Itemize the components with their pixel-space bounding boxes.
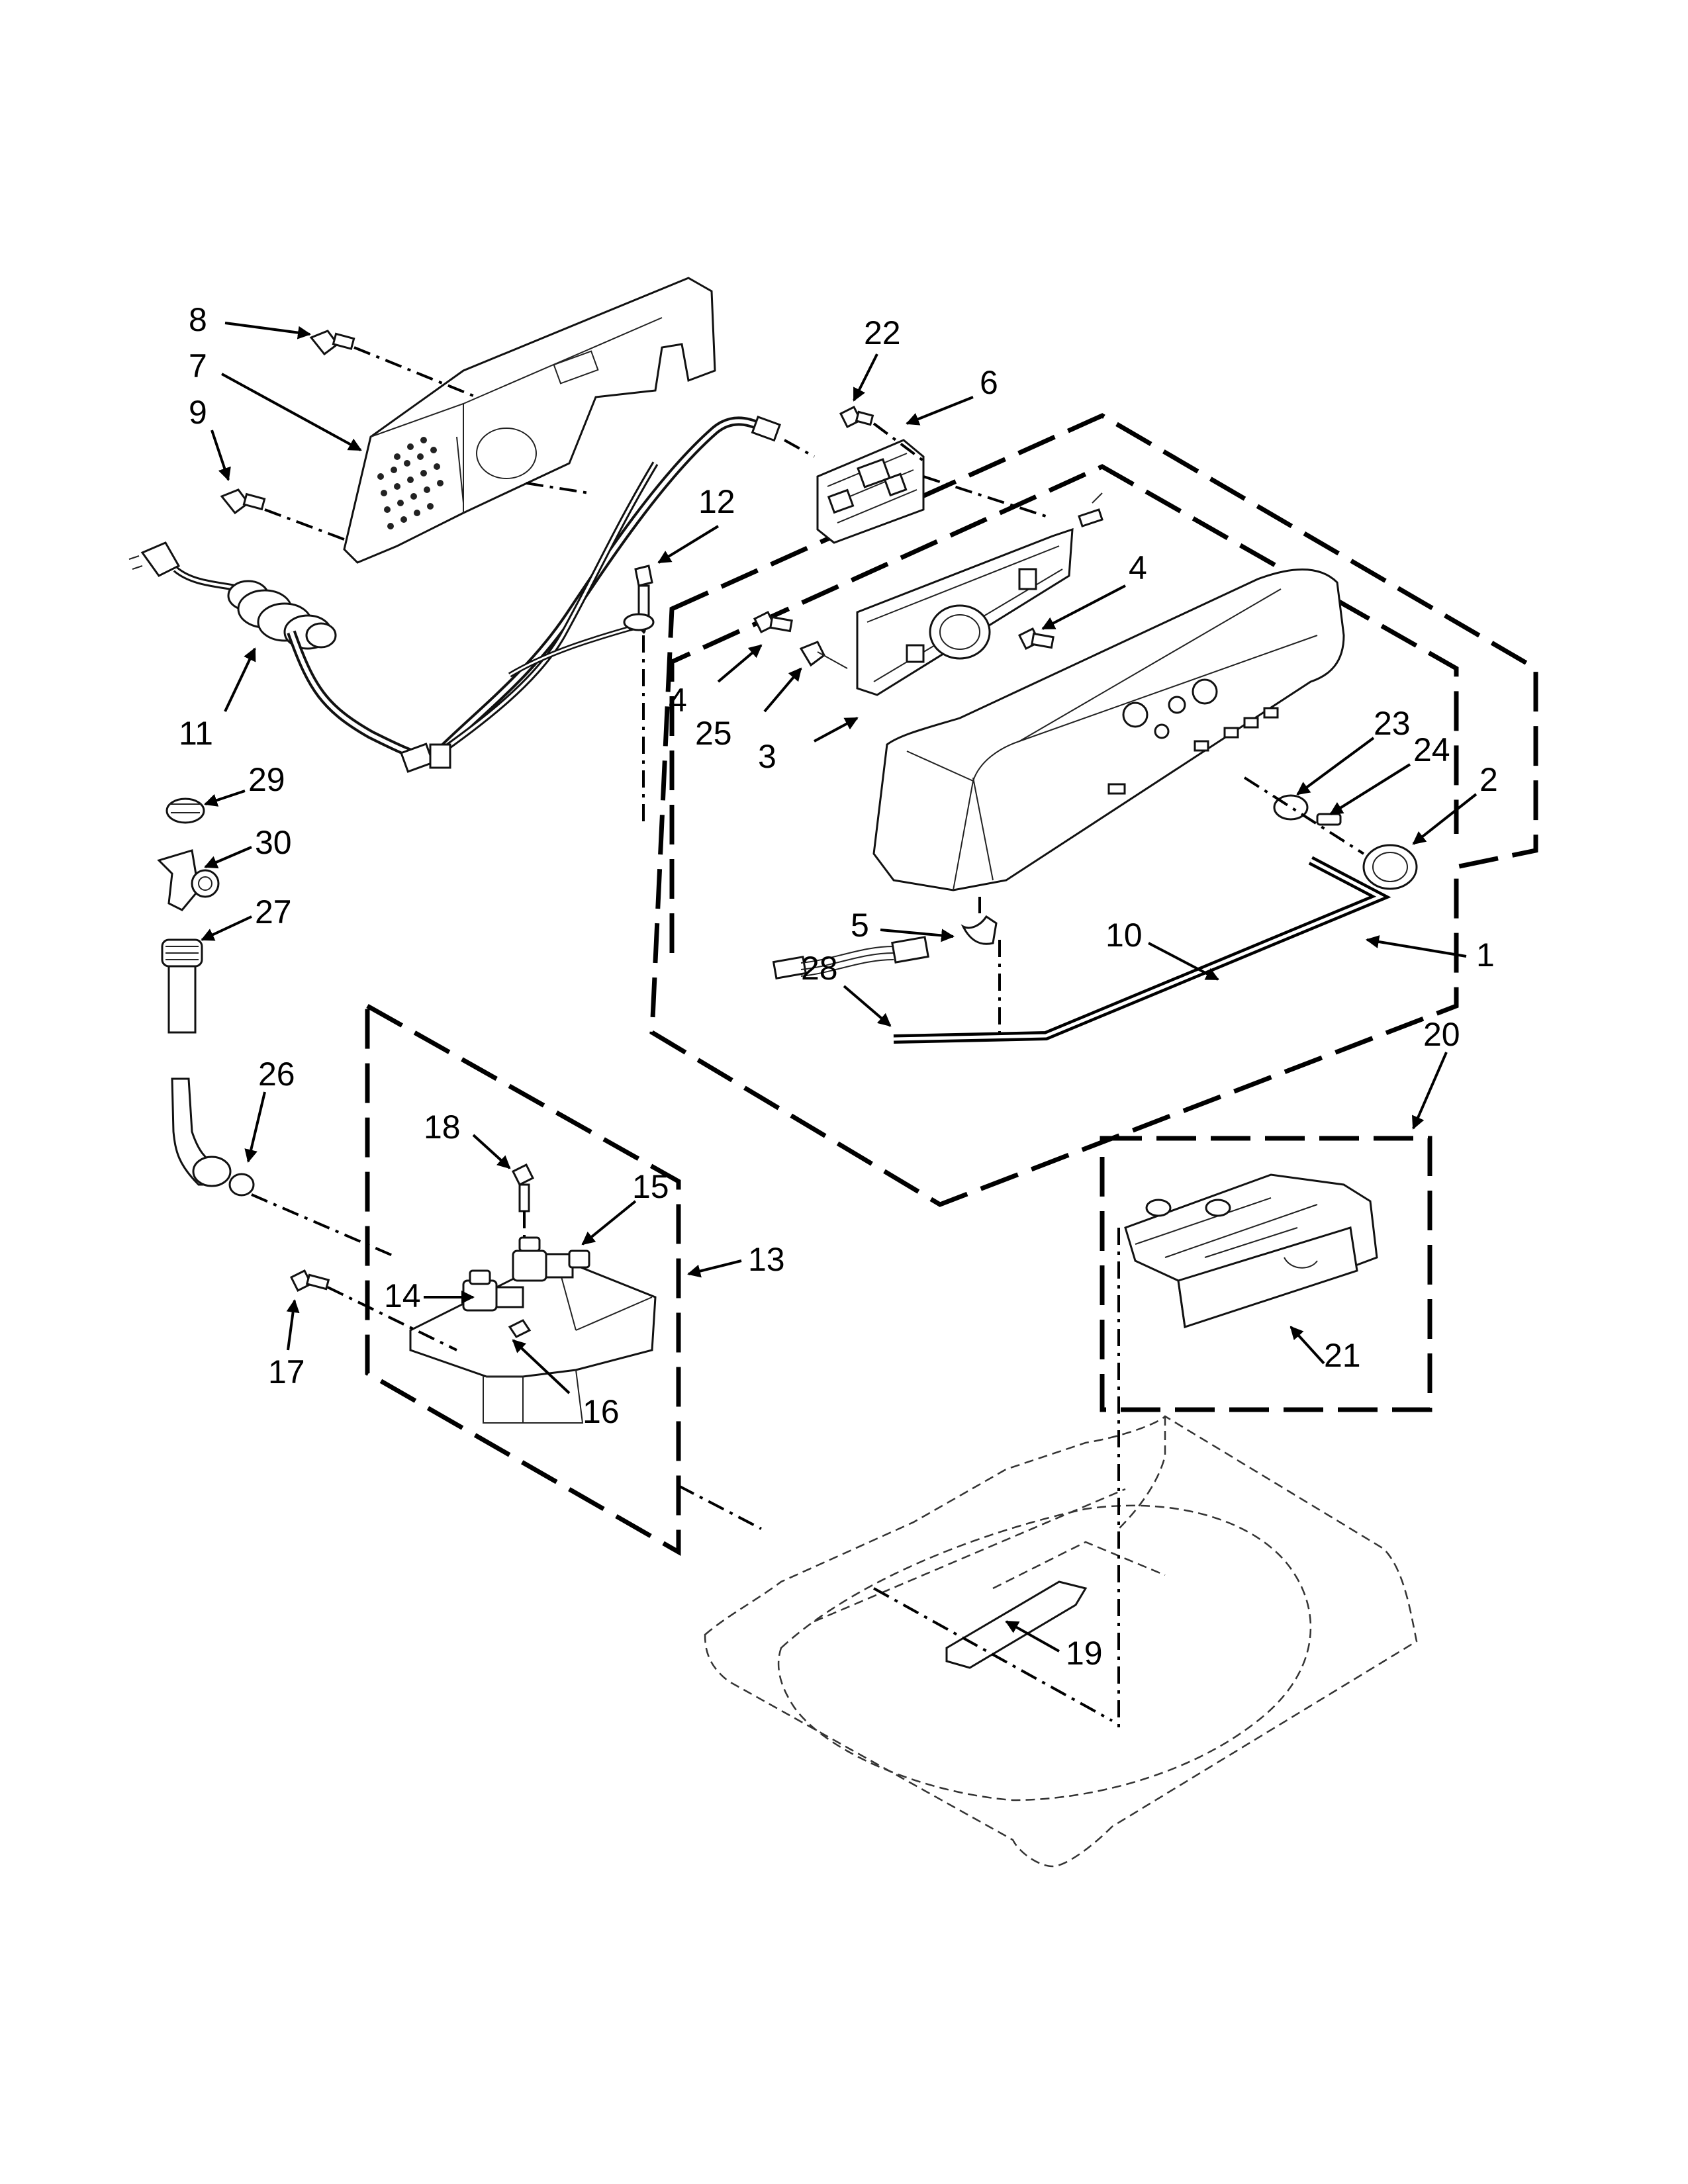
callout-1: 1: [1476, 936, 1495, 974]
callout-13: 13: [748, 1241, 785, 1278]
inlet-fitting-30: [157, 849, 220, 911]
hose-27: [161, 938, 203, 1034]
screw-17-dashed: [327, 1286, 457, 1351]
console-assembly-outline: [649, 413, 1538, 1207]
hinge-5: [961, 915, 998, 945]
callout-21: 21: [1324, 1337, 1361, 1374]
callout-14: 14: [384, 1277, 421, 1314]
harness-to-board-dashed: [784, 439, 815, 458]
cord-dashed-link: [526, 482, 590, 494]
callout-11: 11: [179, 715, 213, 752]
screw-8: [309, 330, 355, 356]
callout-24: 24: [1413, 731, 1450, 768]
wire-harness: [287, 415, 781, 773]
valve-bracket: [409, 1256, 657, 1424]
valve-clip-16: [508, 1319, 532, 1338]
rear-panel: [343, 277, 716, 564]
water-valve-15: [512, 1236, 590, 1282]
callout-20: 20: [1423, 1016, 1460, 1053]
callout-26: 26: [258, 1056, 295, 1093]
screw-18: [511, 1163, 535, 1212]
hinge-dashed: [978, 897, 1001, 1032]
callout-6: 6: [980, 364, 998, 401]
callout-16: 16: [583, 1393, 620, 1430]
hose-dashed-link: [251, 1193, 398, 1259]
control-board: [816, 439, 925, 544]
callout-10: 10: [1105, 917, 1143, 954]
callout-labels: 8 7 9 11 12 22 6 4 25 3 4 23 24 2 5 10 1…: [179, 301, 1498, 1672]
callout-29: 29: [248, 761, 285, 798]
dispenser-drawer: [1124, 1173, 1378, 1329]
board-dashed-link: [923, 475, 1047, 518]
callout-4a: 4: [669, 682, 687, 719]
callout-27: 27: [255, 893, 292, 931]
lid-hinge-19: [945, 1580, 1088, 1669]
leader-lines: [201, 322, 1477, 1653]
knob-assembly: [1273, 794, 1418, 890]
cabinet-top: [704, 1415, 1418, 1868]
inlet-filter-29: [165, 797, 205, 824]
screw-22: [839, 405, 874, 429]
screw-8-leader-line: [353, 346, 477, 398]
valve-assembly-outline: [365, 1002, 681, 1557]
harness-28: [772, 936, 929, 979]
console-inner-outline: [669, 464, 1459, 953]
callout-17: 17: [268, 1353, 305, 1390]
dispenser-assembly-outline: [1100, 1136, 1432, 1412]
callout-25: 25: [695, 715, 732, 752]
vent-grid: [377, 437, 444, 529]
callout-9: 9: [189, 394, 207, 431]
screw-9-leader-line: [264, 508, 345, 541]
screw-9: [220, 488, 266, 515]
screw-22-dashed: [872, 422, 928, 465]
console: [872, 569, 1345, 891]
knob-dashed-link: [1243, 776, 1365, 855]
power-cord: [128, 541, 337, 650]
screw-4-right: [1017, 627, 1055, 651]
callout-28: 28: [801, 950, 838, 987]
callout-15: 15: [632, 1168, 669, 1205]
ground-screw: [623, 565, 655, 631]
callout-4b: 4: [1129, 549, 1147, 586]
callout-2: 2: [1479, 761, 1498, 798]
callout-3: 3: [758, 738, 776, 775]
callout-22: 22: [864, 314, 901, 351]
callout-18: 18: [424, 1109, 461, 1146]
callout-8: 8: [189, 301, 207, 338]
ui-panel: [856, 492, 1103, 696]
callout-12: 12: [698, 483, 735, 520]
callout-30: 30: [255, 824, 292, 861]
top-dashed-right: [873, 1587, 1113, 1722]
clip-25: [799, 641, 848, 669]
valve-to-top-dashed: [678, 1484, 762, 1530]
callout-19: 19: [1066, 1635, 1103, 1672]
callout-23: 23: [1374, 705, 1411, 742]
callout-7: 7: [189, 347, 207, 385]
hose-26: [171, 1077, 255, 1197]
screw-4-left: [753, 610, 793, 634]
gasket: [893, 856, 1391, 1044]
screw-17: [289, 1269, 330, 1293]
callout-5: 5: [851, 907, 869, 944]
